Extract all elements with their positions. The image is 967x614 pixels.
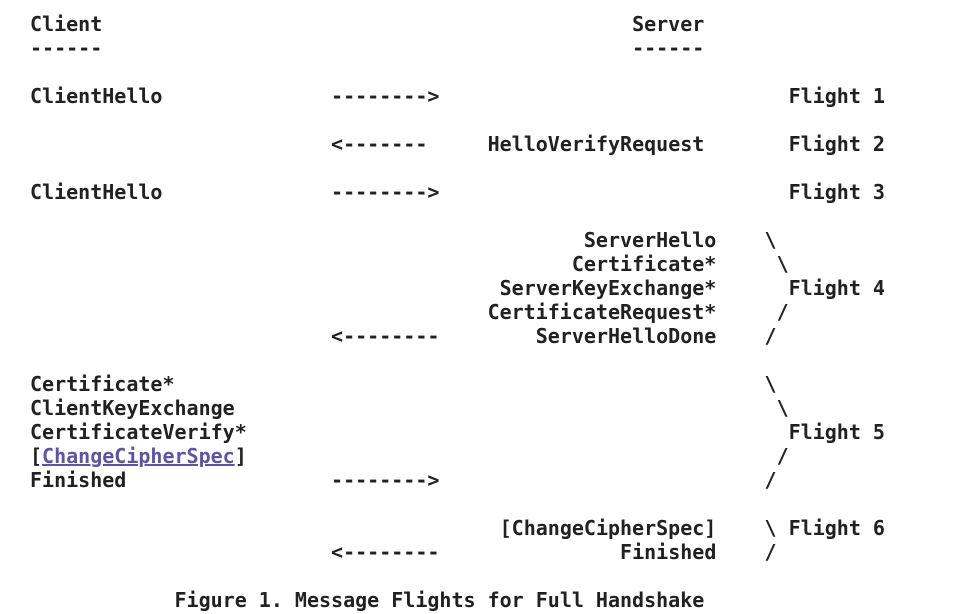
- group-brace: /: [764, 324, 777, 348]
- blank-row: [30, 204, 967, 228]
- message-helloverifyrequest: HelloVerifyRequest: [487, 132, 705, 156]
- flight-5-row-certificateverify: CertificateVerify* Flight 5: [30, 420, 967, 444]
- arrow-right: -------->: [331, 468, 440, 492]
- group-brace: \: [764, 372, 777, 396]
- blank-row: [30, 348, 967, 372]
- flight-5-row-changecipherspec: [ChangeCipherSpec] /: [30, 444, 967, 468]
- server-underline: ------: [632, 36, 705, 60]
- flight-6-label: Flight 6: [788, 516, 885, 540]
- blank-row: [30, 492, 967, 516]
- message-clientkeyexchange: ClientKeyExchange: [30, 396, 235, 420]
- flight-3-label: Flight 3: [788, 180, 885, 204]
- flight-6-row-finished: <-------- Finished /: [30, 540, 967, 564]
- flight-5-label: Flight 5: [788, 420, 885, 444]
- bracket-close: ]: [234, 444, 247, 468]
- message-serverhello: ServerHello: [583, 228, 717, 252]
- arrow-left: <--------: [331, 540, 440, 564]
- message-finished: Finished: [620, 540, 717, 564]
- group-brace: /: [776, 300, 789, 324]
- flight-3-row: ClientHello --------> Flight 3: [30, 180, 967, 204]
- figure-caption-row: Figure 1. Message Flights for Full Hands…: [30, 588, 967, 612]
- message-changecipherspec: [ChangeCipherSpec]: [499, 516, 717, 540]
- arrow-right: -------->: [331, 84, 440, 108]
- blank-row: [30, 60, 967, 84]
- flight-5-row-finished: Finished --------> /: [30, 468, 967, 492]
- flight-2-label: Flight 2: [788, 132, 885, 156]
- arrow-left: <-------: [331, 132, 428, 156]
- message-clienthello: ClientHello: [30, 180, 163, 204]
- message-certificateverify: CertificateVerify*: [30, 420, 247, 444]
- arrow-left: <--------: [331, 324, 440, 348]
- bracket-open: [: [30, 444, 43, 468]
- flight-4-row-serverhello: ServerHello \: [30, 228, 967, 252]
- changecipherspec-link[interactable]: ChangeCipherSpec: [42, 444, 235, 468]
- flight-4-row-serverkeyexchange: ServerKeyExchange* Flight 4: [30, 276, 967, 300]
- message-finished: Finished: [30, 468, 127, 492]
- group-brace: \: [776, 396, 789, 420]
- group-brace: /: [764, 468, 777, 492]
- flight-1-row: ClientHello --------> Flight 1: [30, 84, 967, 108]
- message-certificate: Certificate*: [30, 372, 175, 396]
- participants-row: Client Server: [30, 12, 967, 36]
- flight-4-row-certificaterequest: CertificateRequest* /: [30, 300, 967, 324]
- participants-underline-row: ------ ------: [30, 36, 967, 60]
- flight-5-row-certificate: Certificate* \: [30, 372, 967, 396]
- message-certificaterequest: CertificateRequest*: [487, 300, 717, 324]
- flight-2-row: <------- HelloVerifyRequest Flight 2: [30, 132, 967, 156]
- message-serverkeyexchange: ServerKeyExchange*: [499, 276, 717, 300]
- message-certificate: Certificate*: [571, 252, 717, 276]
- group-brace: \: [776, 252, 789, 276]
- figure-caption-text: Figure 1. Message Flights for Full Hands…: [174, 588, 705, 612]
- client-label: Client: [30, 12, 103, 36]
- blank-row: [30, 156, 967, 180]
- flight-4-row-serverhellodone: <-------- ServerHelloDone /: [30, 324, 967, 348]
- flight-1-label: Flight 1: [788, 84, 885, 108]
- flight-4-row-certificate: Certificate* \: [30, 252, 967, 276]
- arrow-right: -------->: [331, 180, 440, 204]
- group-brace: /: [764, 540, 777, 564]
- group-brace: \: [764, 516, 777, 540]
- flight-6-row-changecipherspec: [ChangeCipherSpec] \ Flight 6: [30, 516, 967, 540]
- blank-row: [30, 108, 967, 132]
- ascii-figure: Client Server------ ------ ClientHello -…: [30, 12, 967, 612]
- blank-row: [30, 564, 967, 588]
- client-underline: ------: [30, 36, 103, 60]
- server-label: Server: [632, 12, 705, 36]
- group-brace: /: [776, 444, 789, 468]
- flight-5-row-clientkeyexchange: ClientKeyExchange \: [30, 396, 967, 420]
- group-brace: \: [764, 228, 777, 252]
- message-clienthello: ClientHello: [30, 84, 163, 108]
- flight-4-label: Flight 4: [788, 276, 885, 300]
- message-serverhellodone: ServerHelloDone: [535, 324, 717, 348]
